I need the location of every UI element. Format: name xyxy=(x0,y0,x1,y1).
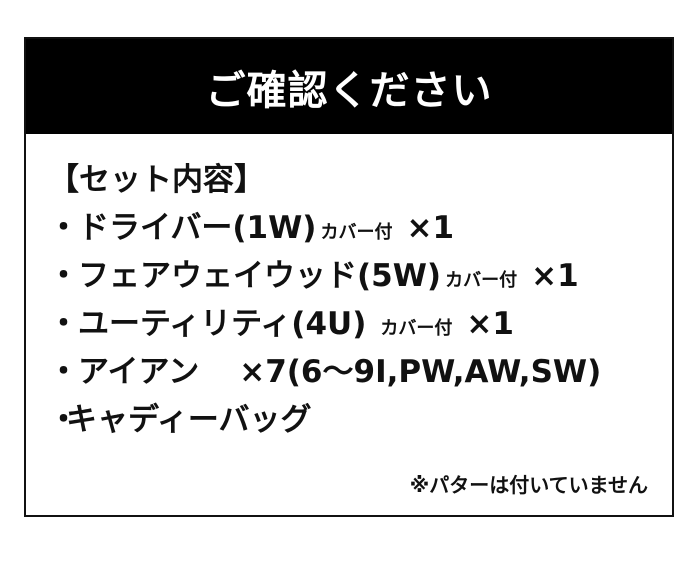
item-note: カバー付 xyxy=(445,270,518,291)
list-item-utility: ・ユーティリティ(4U) カバー付 ×1 xyxy=(48,300,672,348)
bullet: ・ xyxy=(48,402,79,438)
notice-box: ご確認ください 【セット内容】 ・ドライバー(1W)カバー付×1 ・フェアウェイ… xyxy=(24,37,674,517)
set-contents: 【セット内容】 ・ドライバー(1W)カバー付×1 ・フェアウェイウッド(5W)カ… xyxy=(26,134,672,444)
item-note: カバー付 xyxy=(320,222,393,243)
footnote: ※パターは付いていません xyxy=(409,473,648,497)
list-item-fairway-wood: ・フェアウェイウッド(5W)カバー付 ×1 xyxy=(48,252,672,300)
bullet: ・ xyxy=(48,306,79,342)
header-title: ご確認ください xyxy=(205,67,493,114)
item-name: アイアン xyxy=(78,354,200,390)
list-item-driver: ・ドライバー(1W)カバー付 ×1 xyxy=(48,204,672,252)
bullet: ・ xyxy=(48,258,79,294)
bullet: ・ xyxy=(48,354,79,390)
item-count: ×7(6〜9I,PW,AW,SW) xyxy=(239,354,602,390)
item-name: ユーティリティ(4U) xyxy=(78,306,367,342)
item-count: ×1 xyxy=(531,258,579,294)
item-note: カバー付 xyxy=(380,318,453,339)
section-title: 【セット内容】 xyxy=(48,162,265,198)
item-name: ドライバー(1W) xyxy=(78,210,317,246)
item-count: ×1 xyxy=(466,306,514,342)
list-item-caddie-bag: ・キャディーバッグ xyxy=(48,396,672,444)
header-bar: ご確認ください xyxy=(26,39,672,134)
list-item-iron: ・アイアン ×7(6〜9I,PW,AW,SW) xyxy=(48,348,672,396)
bullet: ・ xyxy=(48,210,79,246)
item-name: フェアウェイウッド(5W) xyxy=(78,258,442,294)
item-count: ×1 xyxy=(406,210,455,246)
item-name: キャディーバッグ xyxy=(66,402,312,438)
